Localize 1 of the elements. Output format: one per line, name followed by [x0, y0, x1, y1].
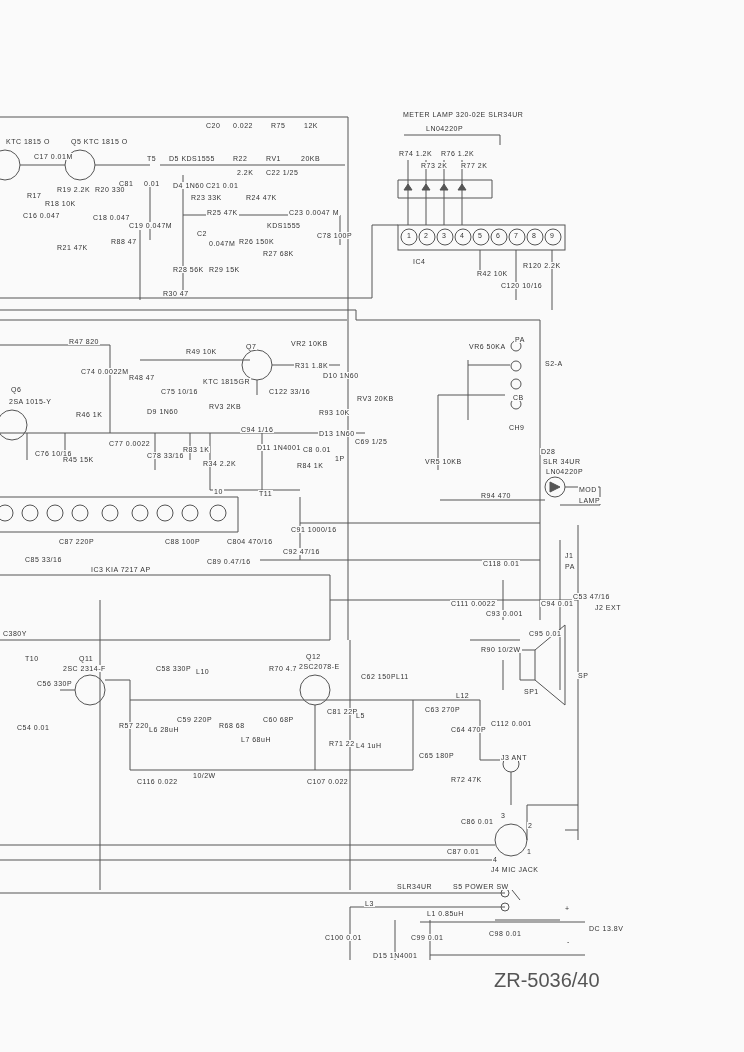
part-number: ZR-5036/40 — [494, 970, 600, 990]
